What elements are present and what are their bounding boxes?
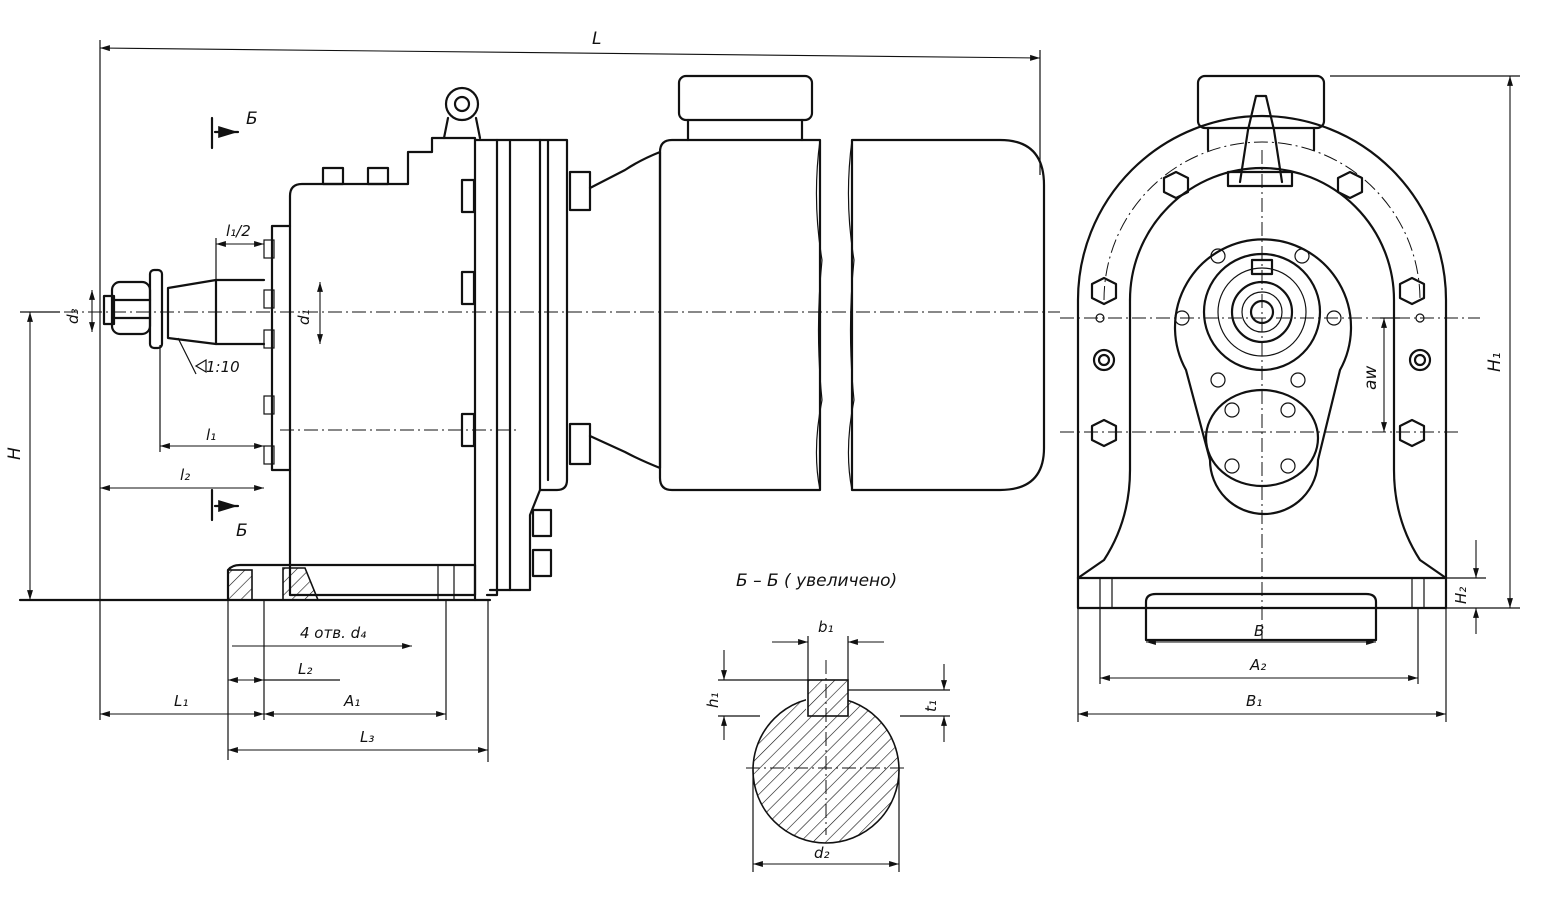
section-mark-top: Б [210, 109, 258, 150]
dim-A1: A₁ [343, 692, 360, 710]
section-title: Б – Б ( увеличено) [736, 571, 897, 591]
section-view: Б – Б ( увеличено) b₁ h₁ t₁ d₂ [704, 571, 950, 872]
dim-d3: d₃ [64, 308, 82, 324]
dim-L2: L₂ [298, 660, 312, 678]
dim-b1: b₁ [818, 618, 834, 636]
dim-l2: l₂ [180, 466, 190, 484]
dim-L: L [592, 29, 601, 49]
front-bearing-housing [1173, 238, 1353, 516]
front-terminal-box [1196, 74, 1326, 130]
svg-text:Б: Б [236, 521, 248, 541]
dim-L1: L₁ [174, 692, 188, 710]
dim-d2: d₂ [814, 844, 830, 862]
dim-l1-half: l₁/2 [226, 222, 251, 240]
dim-l1: l₁ [206, 426, 216, 444]
side-view: L Б Б [5, 29, 1060, 762]
dim-H1: H₁ [1485, 352, 1505, 372]
dim-holes: 4 отв. d₄ [300, 624, 366, 642]
front-housing-inner [1128, 166, 1448, 580]
dim-B1: B₁ [1246, 692, 1262, 710]
dim-d1: d₁ [295, 309, 313, 325]
front-view: aw H₁ H₂ B A₂ B₁ [1060, 74, 1520, 722]
key-section [807, 679, 849, 717]
dim-B: B [1254, 622, 1264, 640]
front-housing-outer [1076, 114, 1448, 580]
dim-L3: L₃ [360, 728, 374, 746]
motor-adapter [588, 150, 662, 470]
dim-H2: H₂ [1452, 587, 1470, 604]
gearbox-housing [288, 136, 477, 597]
dim-H: H [5, 447, 25, 460]
taper-label: 1:10 [206, 358, 240, 376]
svg-text:Б: Б [246, 109, 258, 129]
front-base-recess [1144, 592, 1378, 642]
dim-t1: t₁ [922, 700, 940, 712]
dim-h1: h₁ [704, 692, 722, 708]
section-mark-bottom: Б [210, 488, 248, 541]
shaft-nut [110, 280, 152, 336]
dim-A2: A₂ [1249, 656, 1266, 674]
terminal-box [677, 74, 814, 122]
eye-bolt [444, 86, 480, 122]
dim-aw: aw [1361, 366, 1381, 390]
motor-body [658, 138, 822, 492]
